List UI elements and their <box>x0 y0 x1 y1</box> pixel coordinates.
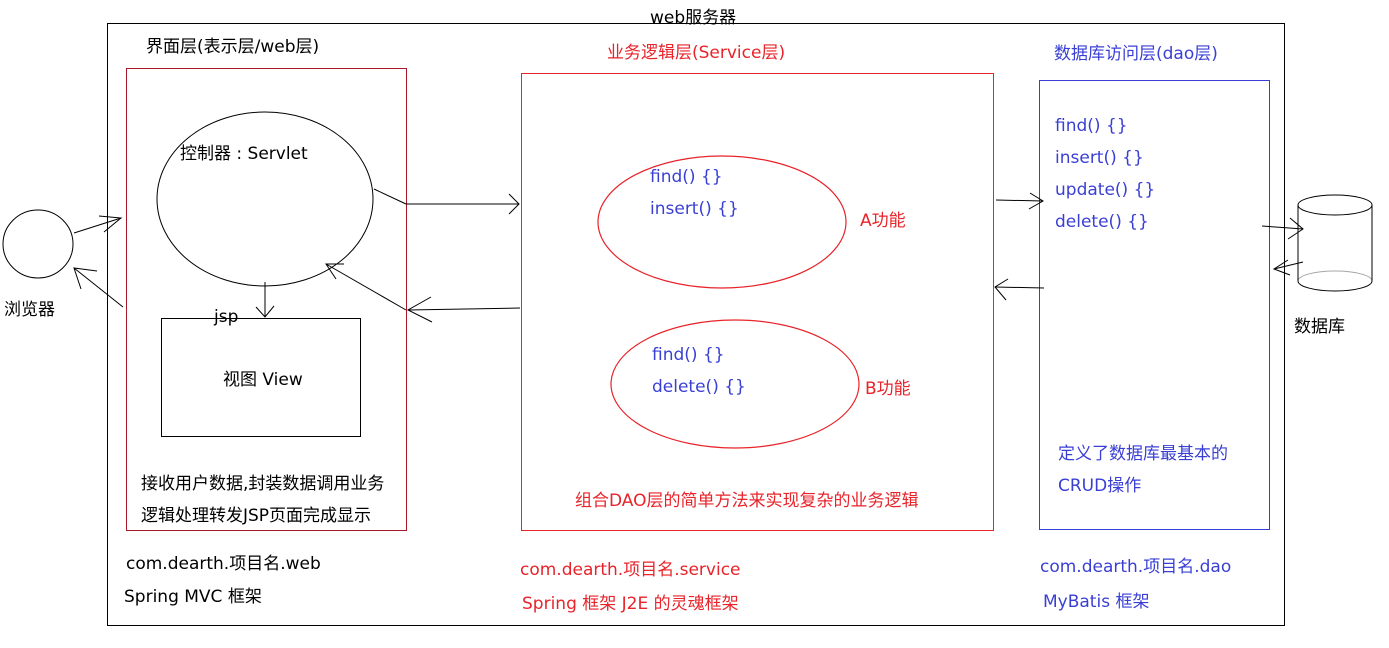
func-a-method-1: find() {} <box>650 167 723 187</box>
service-layer-desc: 组合DAO层的简单方法来实现复杂的业务逻辑 <box>575 491 919 511</box>
arrow-controller-to-service <box>373 188 520 215</box>
database-label: 数据库 <box>1294 317 1345 337</box>
dao-method-delete: delete() {} <box>1055 212 1149 232</box>
service-package: com.dearth.项目名.service <box>520 560 741 580</box>
jsp-label: jsp <box>214 307 239 327</box>
database-cylinder <box>1297 194 1373 292</box>
dao-layer-box <box>1039 80 1270 530</box>
web-layer-title: 界面层(表示层/web层) <box>146 37 320 57</box>
arrow-dao-to-db <box>1261 217 1304 240</box>
browser-circle <box>2 209 74 279</box>
dao-method-update: update() {} <box>1055 180 1156 200</box>
func-a-ellipse <box>597 155 847 289</box>
view-box <box>161 318 361 437</box>
arrow-db-to-dao <box>1272 259 1304 276</box>
func-b-ellipse <box>610 319 860 449</box>
dao-method-find: find() {} <box>1055 116 1128 136</box>
arrow-dao-to-service <box>994 278 1045 301</box>
arrow-service-to-web <box>406 296 521 323</box>
func-b-label: B功能 <box>865 379 911 399</box>
dao-framework: MyBatis 框架 <box>1043 592 1150 612</box>
dao-layer-desc-line1: 定义了数据库最基本的 <box>1058 444 1228 464</box>
dao-layer-title: 数据库访问层(dao层) <box>1054 44 1218 64</box>
web-server-frame <box>107 23 1285 626</box>
web-layer-desc-line2: 逻辑处理转发JSP页面完成显示 <box>141 506 372 526</box>
func-b-method-1: find() {} <box>652 345 725 365</box>
controller-ellipse <box>156 111 374 287</box>
service-layer-box <box>521 73 994 531</box>
func-a-method-2: insert() {} <box>650 199 739 219</box>
web-layer-box <box>126 68 407 531</box>
web-framework: Spring MVC 框架 <box>124 587 262 607</box>
service-framework: Spring 框架 J2E 的灵魂框架 <box>522 594 739 614</box>
arrow-web-to-browser <box>73 267 124 308</box>
dao-layer-desc-line2: CRUD操作 <box>1058 476 1142 496</box>
arrow-browser-to-web <box>73 215 123 234</box>
web-package: com.dearth.项目名.web <box>126 554 321 574</box>
web-layer-desc-line1: 接收用户数据,封装数据调用业务 <box>141 474 385 494</box>
func-b-method-2: delete() {} <box>652 377 746 397</box>
service-layer-title: 业务逻辑层(Service层) <box>607 43 786 63</box>
controller-label: 控制器 : Servlet <box>180 144 308 164</box>
arrow-controller-to-view <box>255 282 275 318</box>
dao-method-insert: insert() {} <box>1055 148 1144 168</box>
arrow-web-to-controller <box>325 263 407 311</box>
arrow-service-to-dao <box>995 192 1044 210</box>
dao-package: com.dearth.项目名.dao <box>1040 557 1232 577</box>
view-label: 视图 View <box>223 370 303 390</box>
web-server-title: web服务器 <box>650 8 737 28</box>
func-a-label: A功能 <box>860 211 906 231</box>
browser-label: 浏览器 <box>4 300 55 320</box>
